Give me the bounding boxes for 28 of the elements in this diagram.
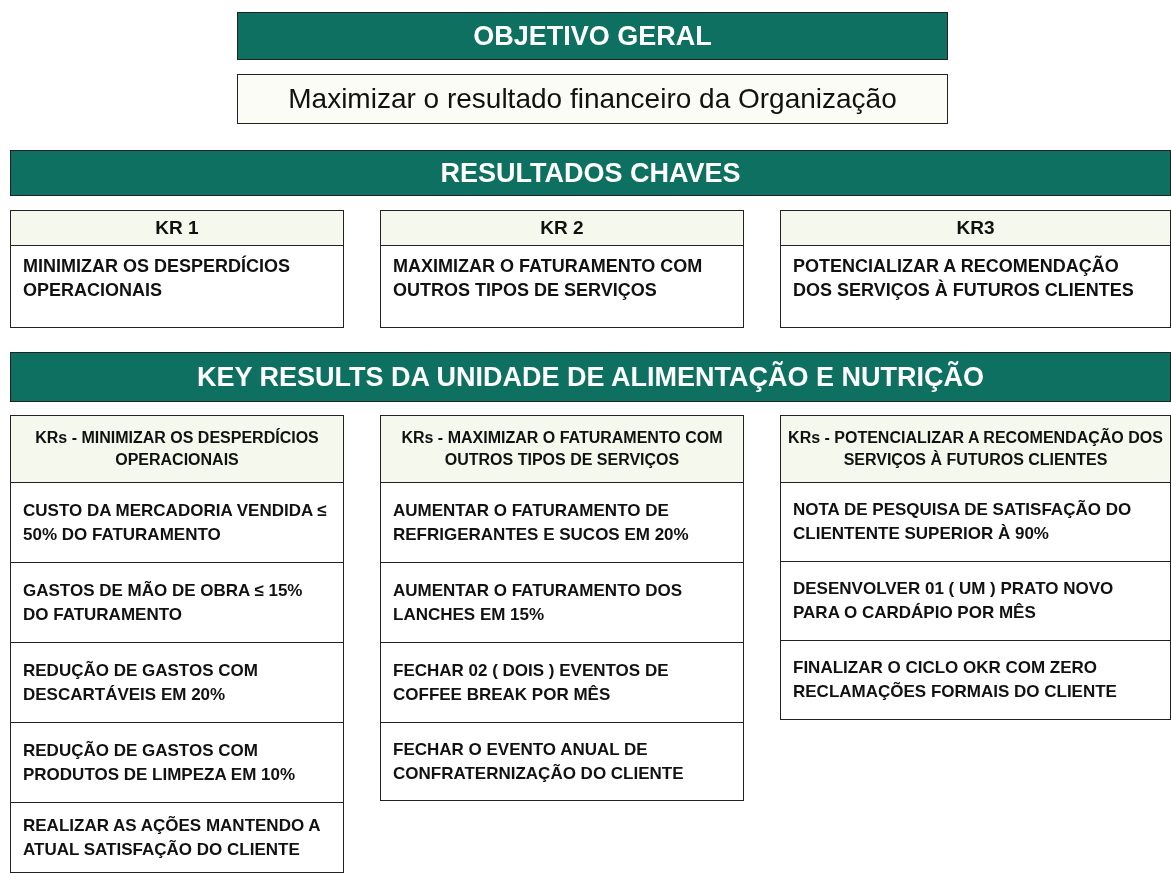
card-text: MAXIMIZAR O FATURAMENTO COM OUTROS TIPOS DE SERVIÇOS <box>392 255 704 303</box>
key-result-box: DESENVOLVER 01 ( UM ) PRATO NOVO PARA O CARDÁPIO POR MÊS <box>780 561 1171 641</box>
key-result-box: NOTA DE PESQUISA DE SATISFAÇÃO DO CLIENTENTE SUPERIOR À 90% <box>780 482 1171 562</box>
card-heading: KR3 <box>781 211 1170 246</box>
key-result-box: REDUÇÃO DE GASTOS COM PRODUTOS DE LIMPEZA EM 10% <box>10 722 344 803</box>
key-result-box: FINALIZAR O CICLO OKR COM ZERO RECLAMAÇÕES FORMAIS DO CLIENTE <box>780 640 1171 720</box>
key-result-box: GASTOS DE MÃO DE OBRA ≤ 15% DO FATURAMENTO <box>10 562 344 643</box>
column-header: KRs - MINIMIZAR OS DESPERDÍCIOS OPERACIONAIS <box>10 415 344 483</box>
key-result-card <box>780 210 1171 328</box>
objective-box: Maximizar o resultado financeiro da Organização <box>237 74 948 124</box>
key-result-box: CUSTO DA MERCADORIA VENDIDA ≤ 50% DO FATURAMENTO <box>10 482 344 563</box>
key-result-card <box>380 210 744 328</box>
card-heading: KR 2 <box>381 211 743 246</box>
key-result-box: FECHAR 02 ( DOIS ) EVENTOS DE COFFEE BREAK POR MÊS <box>380 642 744 723</box>
key-result-box: FECHAR O EVENTO ANUAL DE CONFRATERNIZAÇÃO DO CLIENTE <box>380 722 744 801</box>
key-result-box: REALIZAR AS AÇÕES MANTENDO A ATUAL SATISFAÇÃO DO CLIENTE <box>10 802 344 873</box>
key-result-card <box>10 210 344 328</box>
section-banner: KEY RESULTS DA UNIDADE DE ALIMENTAÇÃO E NUTRIÇÃO <box>10 352 1171 402</box>
card-text: POTENCIALIZAR A RECOMENDAÇÃO DOS SERVIÇOS À FUTUROS CLIENTES <box>792 254 1135 303</box>
column-header: KRs - POTENCIALIZAR A RECOMENDAÇÃO DOS SERVIÇOS À FUTUROS CLIENTES <box>780 415 1171 483</box>
key-result-box: AUMENTAR O FATURAMENTO DE REFRIGERANTES E SUCOS EM 20% <box>380 482 744 563</box>
card-heading: KR 1 <box>11 211 343 246</box>
section-banner: RESULTADOS CHAVES <box>10 150 1171 196</box>
key-result-box: REDUÇÃO DE GASTOS COM DESCARTÁVEIS EM 20% <box>10 642 344 723</box>
card-text: MINIMIZAR OS DESPERDÍCIOS OPERACIONAIS <box>22 254 292 303</box>
section-banner: OBJETIVO GERAL <box>237 12 948 60</box>
key-result-box: AUMENTAR O FATURAMENTO DOS LANCHES EM 15% <box>380 562 744 643</box>
column-header: KRs - MAXIMIZAR O FATURAMENTO COM OUTROS TIPOS DE SERVIÇOS <box>380 415 744 483</box>
